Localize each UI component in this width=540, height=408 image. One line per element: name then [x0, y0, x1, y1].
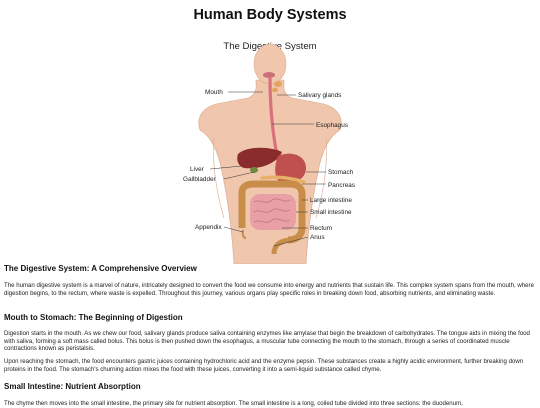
paragraph-mouth: Digestion starts in the mouth. As we che…: [4, 330, 530, 353]
label-esophagus: Esophagus: [316, 122, 348, 129]
body-silhouette: [198, 43, 342, 264]
digestive-system-figure: The Digestive System: [150, 32, 390, 264]
label-mouth: Mouth: [205, 89, 223, 96]
appendix-organ: [241, 229, 247, 239]
label-small-intestine: Small intestine: [310, 209, 352, 216]
label-liver: Liver: [190, 166, 205, 173]
page-title: Human Body Systems: [193, 7, 347, 23]
small-intestine-organ: [250, 194, 296, 230]
digestive-system-illustration: The Digestive System: [183, 41, 355, 264]
pancreas-organ: [260, 175, 306, 184]
label-anus: Anus: [310, 234, 325, 241]
mouth-organ: [263, 72, 282, 93]
label-rectum: Rectum: [310, 225, 332, 232]
label-appendix: Appendix: [195, 224, 222, 231]
paragraph-small-intestine: The chyme then moves into the small inte…: [4, 400, 463, 407]
liver-organ: [237, 147, 282, 169]
gallbladder-organ: [250, 167, 258, 173]
label-stomach: Stomach: [328, 169, 354, 176]
label-salivary-glands: Salivary glands: [298, 92, 341, 99]
paragraph-overview: The human digestive system is a marvel o…: [4, 282, 534, 297]
rectum-organ: [271, 237, 289, 255]
label-large-intestine: Large intestine: [310, 197, 352, 204]
label-leaders: [209, 91, 326, 247]
section-heading-mouth-to-stomach: Mouth to Stomach: The Beginning of Diges…: [4, 313, 183, 322]
section-heading-overview: The Digestive System: A Comprehensive Ov…: [4, 264, 197, 273]
label-pancreas: Pancreas: [328, 182, 355, 189]
paragraph-stomach: Upon reaching the stomach, the food enco…: [4, 358, 524, 373]
label-gallbladder: Gallbladder: [183, 176, 217, 183]
section-heading-small-intestine: Small Intestine: Nutrient Absorption: [4, 382, 141, 391]
large-intestine-organ: [238, 180, 306, 244]
